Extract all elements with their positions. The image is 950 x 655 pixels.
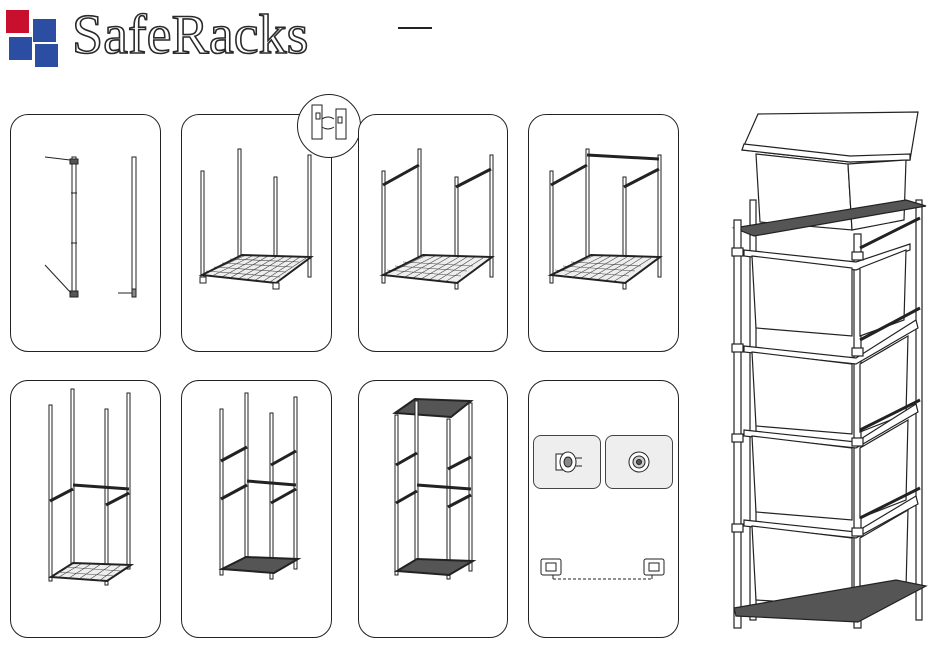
step-1-panel (10, 114, 161, 352)
brand-logo: SafeRacks (2, 6, 342, 64)
side-rails-illustration (359, 115, 509, 353)
middle-rails-illustration (182, 381, 333, 639)
step-8-panel (528, 380, 679, 638)
brand-name: SafeRacks (72, 4, 308, 66)
logo-square-blue-3 (35, 44, 58, 67)
top-shelf-illustration (359, 381, 509, 639)
logo-square-blue-2 (9, 37, 32, 60)
step-7-panel (358, 380, 508, 638)
step-5-panel (10, 380, 161, 638)
wall-bracket-illustration (529, 381, 680, 639)
sleeve-clip-inset (297, 94, 361, 158)
logo-square-blue-1 (33, 19, 56, 42)
step-3-panel (358, 114, 508, 352)
post-parts-illustration (11, 115, 162, 353)
extend-posts-illustration (11, 381, 162, 639)
step-4-panel (528, 114, 679, 352)
header-rule (398, 27, 432, 29)
top-rails-illustration (529, 115, 680, 353)
assembled-rack-illustration (720, 100, 940, 645)
logo-square-red (6, 10, 29, 33)
step-6-panel (181, 380, 332, 638)
